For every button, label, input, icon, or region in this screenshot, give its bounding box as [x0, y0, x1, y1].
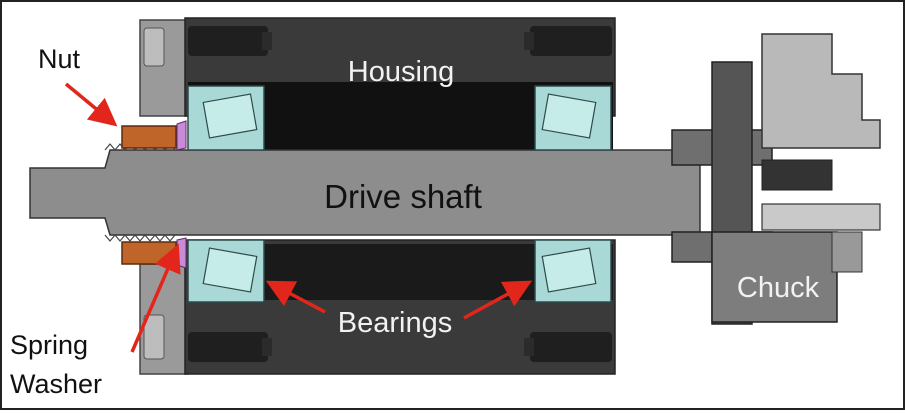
nut-label: Nut — [38, 44, 81, 74]
bearings-arrow-left — [265, 280, 326, 314]
bearing-right-top — [534, 85, 612, 151]
bearing-left-top — [187, 85, 265, 151]
chuck-label: Chuck — [737, 272, 820, 304]
spring-washer-label-line1: Spring — [10, 330, 88, 360]
spring-washer-label-line2: Washer — [10, 369, 102, 399]
bearing-left-bottom — [187, 239, 265, 303]
bearings-label: Bearings — [338, 307, 452, 339]
bearing-right-bottom — [534, 239, 612, 303]
housing-label: Housing — [348, 56, 454, 88]
bearings-arrow-right — [463, 280, 533, 320]
drive-shaft-label: Drive shaft — [324, 178, 482, 215]
nut-arrow — [64, 82, 118, 127]
chuck — [671, 33, 881, 325]
spring-washer-arrow — [130, 243, 181, 353]
